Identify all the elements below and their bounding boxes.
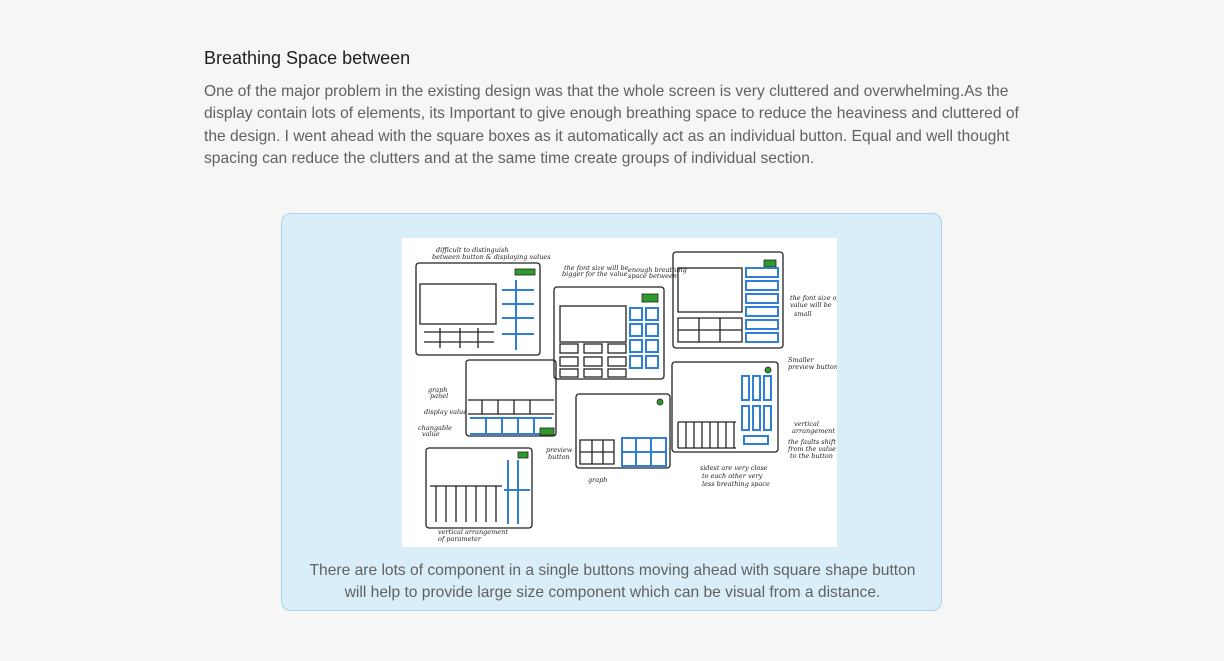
svg-text:arrangement: arrangement	[792, 427, 835, 435]
section-heading: Breathing Space between	[204, 48, 410, 69]
section-paragraph: One of the major problem in the existing…	[204, 81, 1034, 171]
svg-text:panel: panel	[430, 392, 448, 400]
svg-text:value will be: value will be	[790, 301, 832, 309]
figure-card: difficult to distinguish between button …	[281, 213, 942, 611]
figure-caption: There are lots of component in a single …	[302, 560, 923, 605]
svg-text:value: value	[422, 430, 440, 438]
svg-text:less breathing space: less breathing space	[702, 480, 770, 488]
svg-text:graph: graph	[588, 476, 608, 484]
svg-text:display value: display value	[424, 408, 467, 416]
wireframe-sketch-image: difficult to distinguish between button …	[402, 238, 837, 547]
svg-text:sidest are very close: sidest are very close	[700, 464, 768, 472]
svg-text:to each other very: to each other very	[702, 472, 763, 480]
svg-text:space between: space between	[628, 272, 677, 280]
svg-text:to the button: to the button	[790, 452, 833, 460]
svg-text:preview button: preview button	[788, 363, 837, 371]
svg-text:button: button	[548, 453, 570, 461]
svg-text:small: small	[794, 310, 812, 318]
svg-text:of parameter: of parameter	[438, 535, 482, 543]
svg-text:bigger for the value: bigger for the value	[562, 270, 628, 278]
svg-text:between button & displaying va: between button & displaying values	[432, 253, 551, 261]
